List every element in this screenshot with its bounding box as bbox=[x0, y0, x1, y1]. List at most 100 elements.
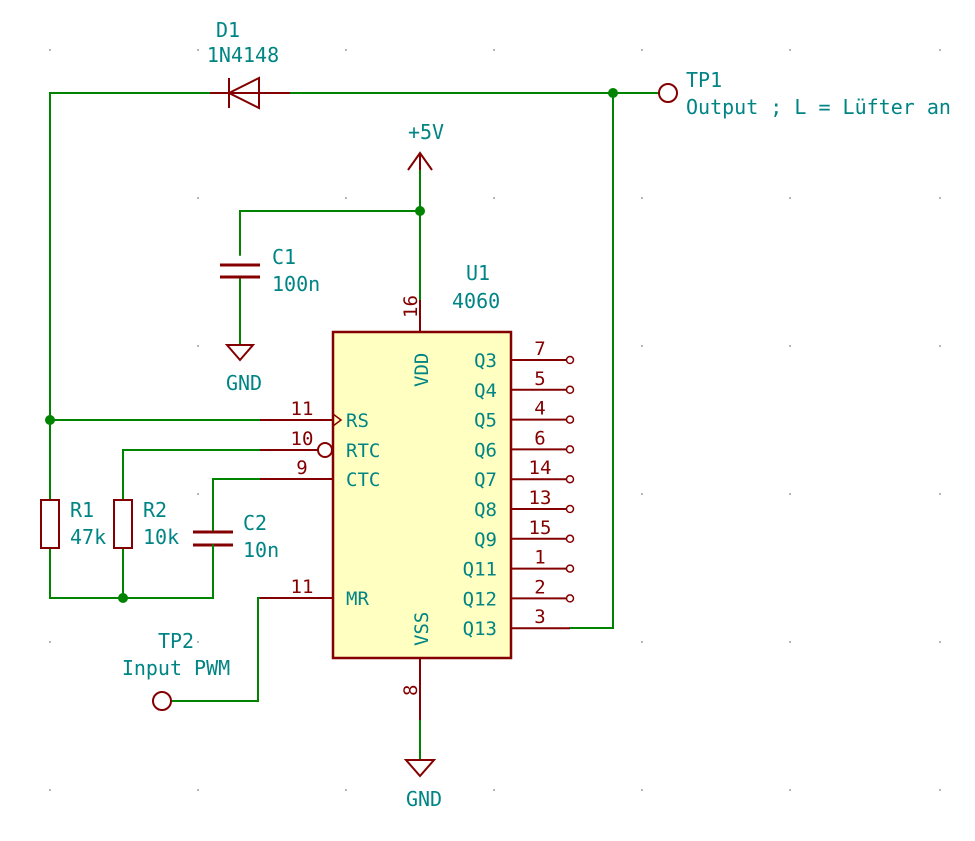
grid-dot bbox=[493, 197, 495, 199]
right-pin-name: Q12 bbox=[463, 588, 497, 610]
diode-ref: D1 bbox=[216, 18, 240, 42]
grid-dot bbox=[49, 789, 51, 791]
grid-dot bbox=[197, 197, 199, 199]
left-pin-name: CTC bbox=[346, 469, 380, 491]
junction-rs bbox=[45, 415, 55, 425]
grid-dot bbox=[197, 789, 199, 791]
grid-dot bbox=[493, 789, 495, 791]
u1-ref: U1 bbox=[466, 261, 490, 285]
junction-rc bbox=[118, 593, 128, 603]
right-pin-number: 4 bbox=[534, 398, 545, 420]
grid-dot bbox=[197, 345, 199, 347]
right-pin-number: 1 bbox=[534, 547, 545, 569]
right-pin-number: 3 bbox=[534, 606, 545, 628]
r1-value: 47k bbox=[70, 525, 106, 549]
capacitor-c2: C2 10n bbox=[193, 511, 279, 562]
grid-dot bbox=[493, 49, 495, 51]
right-pin-number: 13 bbox=[529, 487, 552, 509]
grid-dot bbox=[789, 197, 791, 199]
tp2-ref: TP2 bbox=[158, 629, 194, 653]
grid-dot bbox=[641, 49, 643, 51]
testpoint-tp1: TP1 Output ; L = Lüfter an bbox=[658, 68, 951, 119]
r1-ref: R1 bbox=[70, 498, 94, 522]
tp1-ref: TP1 bbox=[686, 68, 722, 92]
capacitor-c1: C1 100n bbox=[220, 245, 320, 296]
right-pin-name: Q11 bbox=[463, 559, 497, 581]
ground-c1: GND bbox=[224, 344, 262, 395]
grid-dot bbox=[345, 789, 347, 791]
ic-body bbox=[331, 330, 513, 660]
grid-dot bbox=[641, 493, 643, 495]
grid-dot bbox=[197, 493, 199, 495]
grid-dot bbox=[641, 197, 643, 199]
c2-ref: C2 bbox=[243, 511, 267, 535]
junctions bbox=[45, 88, 618, 603]
right-pin-number: 5 bbox=[534, 368, 545, 390]
grid-dot bbox=[49, 49, 51, 51]
r2-ref: R2 bbox=[143, 498, 167, 522]
c2-value: 10n bbox=[243, 538, 279, 562]
grid-dot bbox=[789, 49, 791, 51]
grid-dot bbox=[939, 345, 941, 347]
diode-value: 1N4148 bbox=[207, 43, 279, 67]
c1-ref: C1 bbox=[272, 245, 296, 269]
right-pin-name: Q9 bbox=[474, 529, 497, 551]
grid-dot bbox=[789, 789, 791, 791]
right-pin-number: 15 bbox=[529, 517, 552, 539]
r2-value: 10k bbox=[143, 525, 179, 549]
gnd-ic-label: GND bbox=[406, 787, 442, 811]
right-pin-name: Q5 bbox=[474, 410, 497, 432]
no-connect-marker bbox=[565, 415, 575, 424]
grid-dot bbox=[939, 789, 941, 791]
right-pin-number: 6 bbox=[534, 427, 545, 449]
wire-rtc bbox=[122, 449, 319, 501]
no-connect-marker bbox=[565, 385, 575, 395]
vcc-label: +5V bbox=[408, 120, 444, 144]
right-pin-name: Q6 bbox=[474, 439, 497, 461]
left-pin-name: MR bbox=[346, 588, 369, 610]
grid-dot bbox=[939, 49, 941, 51]
tp1-value: Output ; L = Lüfter an bbox=[686, 95, 951, 119]
tp2-value: Input PWM bbox=[122, 656, 230, 680]
wire-ctc bbox=[212, 478, 336, 531]
grid-dot bbox=[789, 493, 791, 495]
right-pin-number: 14 bbox=[529, 457, 552, 479]
left-pin-number: 10 bbox=[291, 428, 314, 450]
gnd-c1-label: GND bbox=[226, 371, 262, 395]
grid-dot bbox=[789, 345, 791, 347]
grid-dot bbox=[939, 493, 941, 495]
no-connect-marker bbox=[565, 594, 575, 603]
wire-bottom-rc bbox=[49, 547, 214, 599]
right-pin-number: 2 bbox=[534, 576, 545, 598]
left-pin-number: 11 bbox=[291, 398, 314, 420]
c1-value: 100n bbox=[272, 272, 320, 296]
left-pin-number: 9 bbox=[296, 457, 307, 479]
grid-dot bbox=[641, 345, 643, 347]
grid-dot bbox=[345, 49, 347, 51]
grid-dot bbox=[789, 641, 791, 643]
power-vcc: +5V bbox=[407, 120, 444, 171]
junction-output bbox=[608, 88, 618, 98]
no-connect-marker bbox=[565, 504, 575, 514]
wires bbox=[49, 92, 664, 761]
wire-mr bbox=[171, 597, 336, 702]
no-connect-marker bbox=[565, 355, 575, 365]
grid-dot bbox=[197, 641, 199, 643]
wire-diode-left-rail bbox=[49, 92, 336, 421]
right-pin-number: 7 bbox=[534, 338, 545, 360]
grid-dot bbox=[345, 197, 347, 199]
vdd-pin-number: 16 bbox=[400, 295, 422, 318]
left-pin-name: RTC bbox=[346, 440, 380, 462]
left-pin-number: 11 bbox=[291, 576, 314, 598]
grid-dot bbox=[49, 641, 51, 643]
right-pin-name: Q8 bbox=[474, 499, 497, 521]
grid-dot bbox=[641, 789, 643, 791]
vdd-pin-name: VDD bbox=[411, 353, 433, 387]
right-pin-name: Q7 bbox=[474, 469, 497, 491]
right-pin-name: Q4 bbox=[474, 380, 497, 402]
no-connect-marker bbox=[565, 534, 575, 544]
vss-pin-number: 8 bbox=[400, 685, 422, 696]
